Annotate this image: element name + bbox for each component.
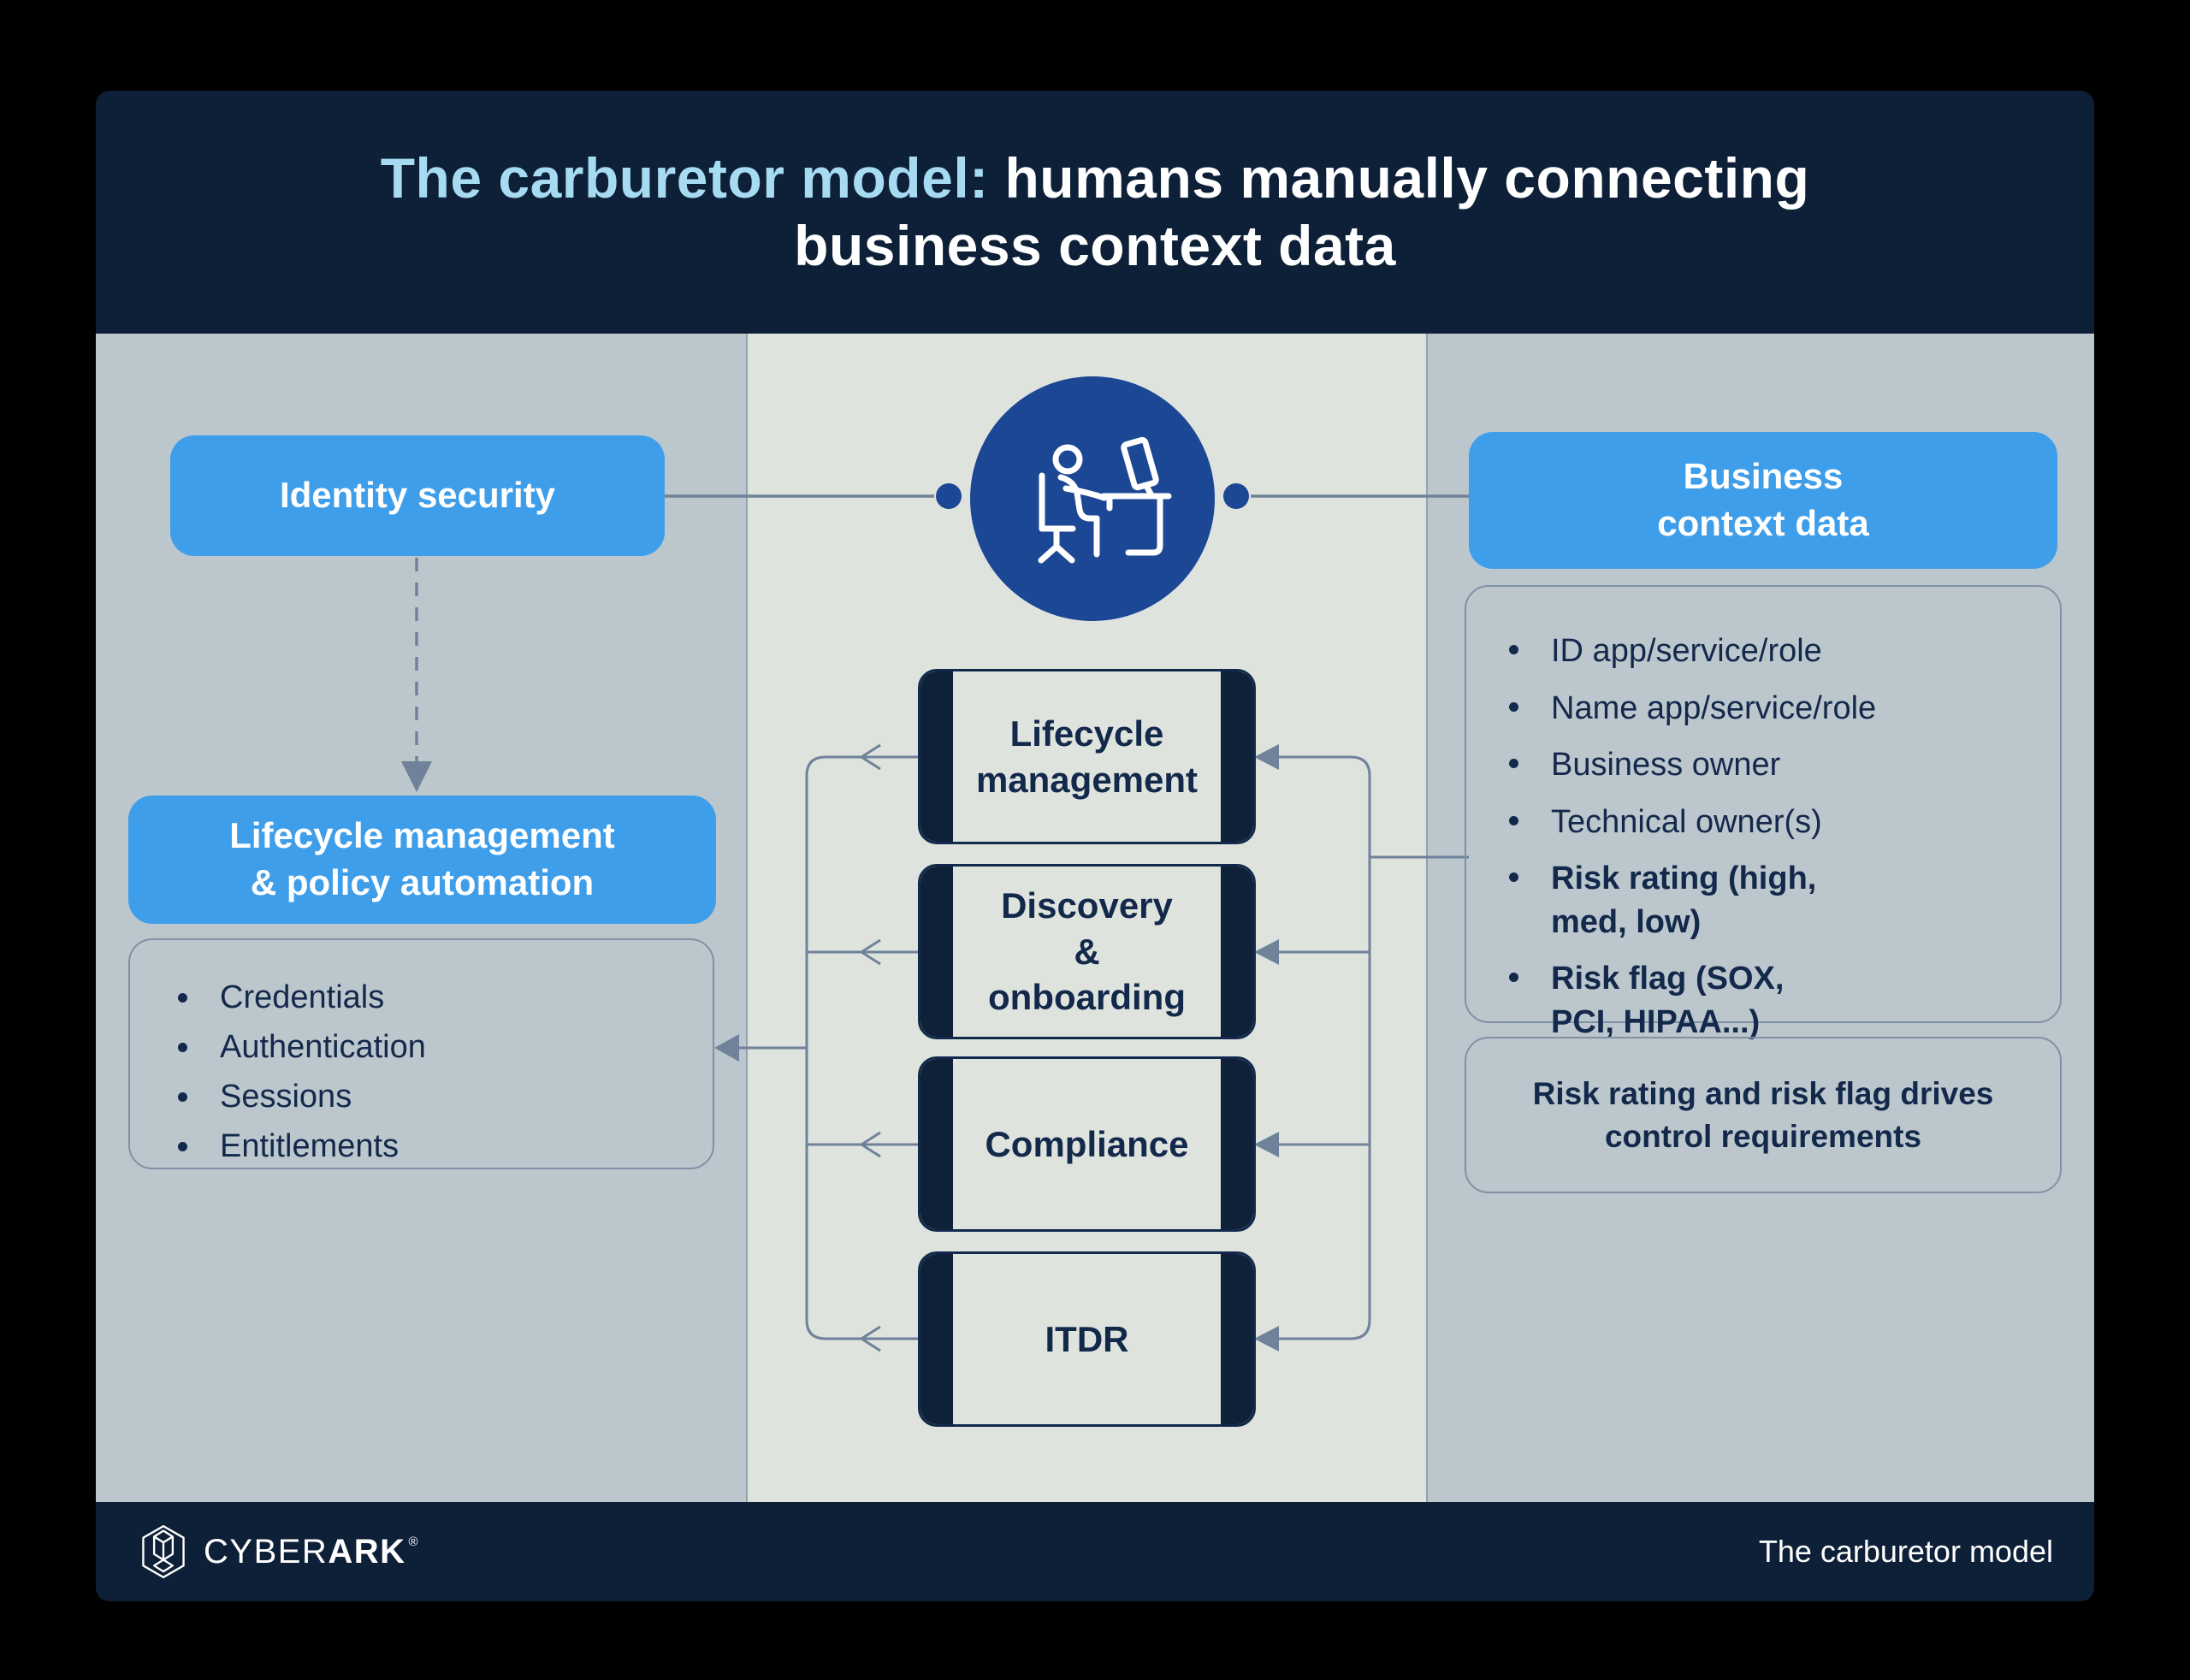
process-box-discovery-onboarding: Discovery & onboarding: [918, 864, 1256, 1039]
lifecycle-policy-button: Lifecycle management & policy automation: [128, 796, 716, 924]
bullet-dot-icon: [178, 1092, 187, 1102]
capability-item: Sessions: [178, 1079, 713, 1115]
connector-identity-to-human: [665, 483, 962, 509]
title-line1: The carburetor model: humans manually co…: [381, 145, 1810, 212]
capability-item: Entitlements: [178, 1128, 713, 1165]
business-context-button: Business context data: [1469, 432, 2057, 569]
identity-security-button: Identity security: [170, 435, 665, 556]
left-connector-bus: [714, 743, 918, 1352]
cyberark-logo-icon: [142, 1524, 185, 1579]
bullet-dot-icon: [1509, 759, 1518, 769]
brand-suffix: ARK: [328, 1532, 406, 1571]
capability-item: Authentication: [178, 1029, 713, 1066]
context-item: Business owner: [1509, 743, 2060, 787]
risk-note-box: Risk rating and risk flag drives control…: [1465, 1037, 2062, 1193]
process-box-lifecycle-management: Lifecycle management: [918, 669, 1256, 844]
capability-box: Credentials Authentication Sessions Enti…: [128, 938, 714, 1169]
bullet-dot-icon: [178, 1043, 187, 1052]
connector-layer: [401, 376, 1469, 1352]
infographic-card: The carburetor model: humans manually co…: [96, 91, 2094, 1601]
connector-business-to-human: [1223, 483, 1469, 509]
box-side-bar: [1221, 867, 1253, 1037]
box-side-bar: [920, 671, 953, 842]
context-item: ID app/service/role: [1509, 630, 2060, 673]
bullet-dot-icon: [1509, 973, 1518, 983]
context-data-box: ID app/service/role Name app/service/rol…: [1465, 585, 2062, 1040]
bullet-dot-icon: [1509, 815, 1518, 825]
box-side-bar: [1221, 1059, 1253, 1229]
box-side-bar: [1221, 1254, 1253, 1424]
context-item: Technical owner(s): [1509, 801, 2060, 844]
process-box-compliance: Compliance: [918, 1056, 1256, 1232]
context-item: Risk flag (SOX, PCI, HIPAA...): [1509, 957, 2060, 1044]
lifecycle-policy-label: Lifecycle management & policy automation: [229, 815, 615, 902]
brand-prefix: CYBER: [204, 1532, 328, 1571]
right-connector-bus: [1254, 744, 1469, 1352]
content: Identity security Lifecycle management &…: [96, 334, 2094, 1502]
bullet-dot-icon: [178, 1142, 187, 1151]
business-context-label: Business context data: [1657, 456, 1869, 543]
context-item: Name app/service/role: [1509, 687, 2060, 731]
header: The carburetor model: humans manually co…: [96, 91, 2094, 334]
registered-mark: ®: [408, 1534, 420, 1549]
risk-note-text: Risk rating and risk flag drives control…: [1532, 1075, 1994, 1154]
box-side-bar: [920, 867, 953, 1037]
box-side-bar: [920, 1254, 953, 1424]
person-at-desk-icon: [1038, 436, 1172, 564]
bullet-dot-icon: [178, 993, 187, 1003]
bullet-dot-icon: [1509, 701, 1518, 712]
process-box-itdr: ITDR: [918, 1251, 1256, 1427]
bullet-dot-icon: [1509, 873, 1518, 883]
title-highlight: The carburetor model:: [380, 145, 989, 210]
capability-item: Credentials: [178, 979, 713, 1016]
box-side-bar: [920, 1059, 953, 1229]
footer-caption: The carburetor model: [1758, 1534, 2053, 1569]
box-side-bar: [1221, 671, 1253, 842]
page-title: The carburetor model: humans manually co…: [381, 145, 1810, 280]
title-line2: business context data: [794, 214, 1396, 277]
dashed-arrow-identity-to-lifecycle: [401, 558, 432, 792]
title-rest: humans manually connecting: [988, 145, 1810, 210]
human-circle: [970, 376, 1215, 621]
context-item: Risk rating (high, med, low): [1509, 857, 2060, 944]
bullet-dot-icon: [1509, 645, 1518, 654]
identity-security-label: Identity security: [279, 475, 556, 516]
